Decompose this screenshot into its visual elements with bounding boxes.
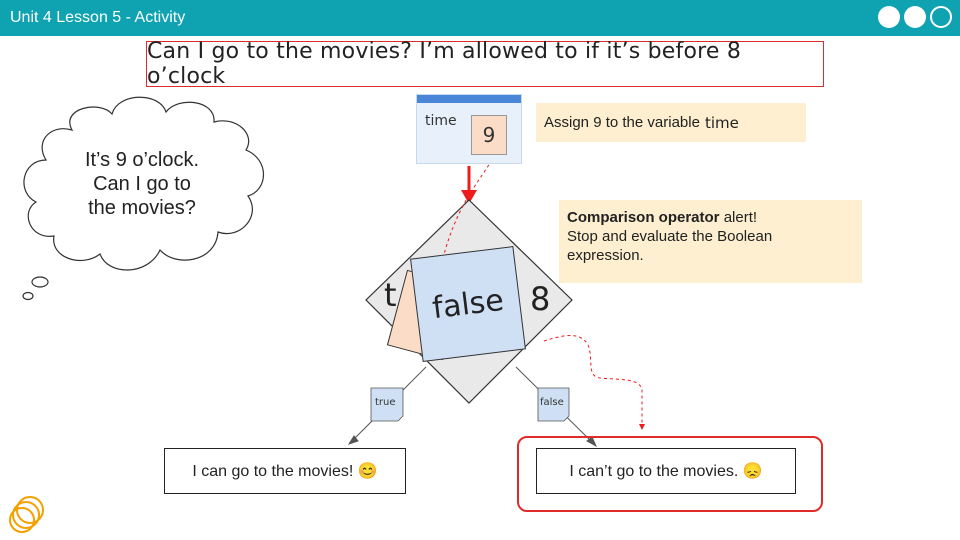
assign-note-text: Assign 9 to the variable — [544, 114, 700, 131]
result-false-note: false — [410, 246, 526, 362]
flow-arrow-down — [461, 166, 477, 204]
thought-bubble — [22, 96, 264, 301]
false-label-note — [537, 387, 570, 422]
assign-note-var: time — [704, 113, 739, 132]
thought-line-2: Can I go to — [93, 173, 191, 195]
lesson-title: Unit 4 Lesson 5 - Activity — [10, 9, 186, 26]
thought-line-3: the movies? — [88, 197, 196, 219]
progress-dot-3 — [930, 6, 952, 28]
outcome-false-box: I can’t go to the movies. 😞 — [536, 448, 796, 494]
assign-note: Assign 9 to the variable time — [536, 103, 806, 142]
progress-dot-1 — [878, 6, 900, 28]
branch-label-false: false — [540, 397, 564, 408]
thought-bubble-text: It’s 9 o’clock. Can I go to the movies? — [56, 148, 228, 220]
diamond-left-text: t — [384, 276, 397, 314]
variable-name: time — [425, 113, 457, 129]
operator-note-bold: Comparison operator — [567, 209, 720, 226]
variable-box: time 9 — [416, 94, 522, 164]
outcome-highlight — [517, 436, 823, 512]
operator-note-line2: Stop and evaluate the Boolean — [567, 228, 773, 245]
variable-box-header — [417, 95, 521, 103]
thought-line-1: It’s 9 o’clock. — [84, 149, 200, 171]
operator-note-rest: alert! — [719, 209, 758, 226]
diamond-right-value: 8 — [530, 280, 551, 318]
logo-icon — [9, 496, 44, 533]
question-box: Can I go to the movies? I’m allowed to i… — [146, 39, 824, 89]
operator-note-line3: expression. — [567, 247, 644, 264]
header-bar: Unit 4 Lesson 5 - Activity — [0, 0, 960, 36]
progress-dots — [878, 6, 952, 28]
dashed-arrowhead — [639, 424, 645, 430]
operator-note: Comparison operator alert! Stop and eval… — [559, 200, 862, 283]
branch-label-true: true — [375, 397, 396, 408]
dashed-path-result — [543, 335, 643, 426]
progress-dot-2 — [904, 6, 926, 28]
variable-value-note: 9 — [471, 115, 507, 155]
true-label-note — [370, 387, 404, 422]
outcome-true-box: I can go to the movies! 😊 — [164, 448, 406, 494]
